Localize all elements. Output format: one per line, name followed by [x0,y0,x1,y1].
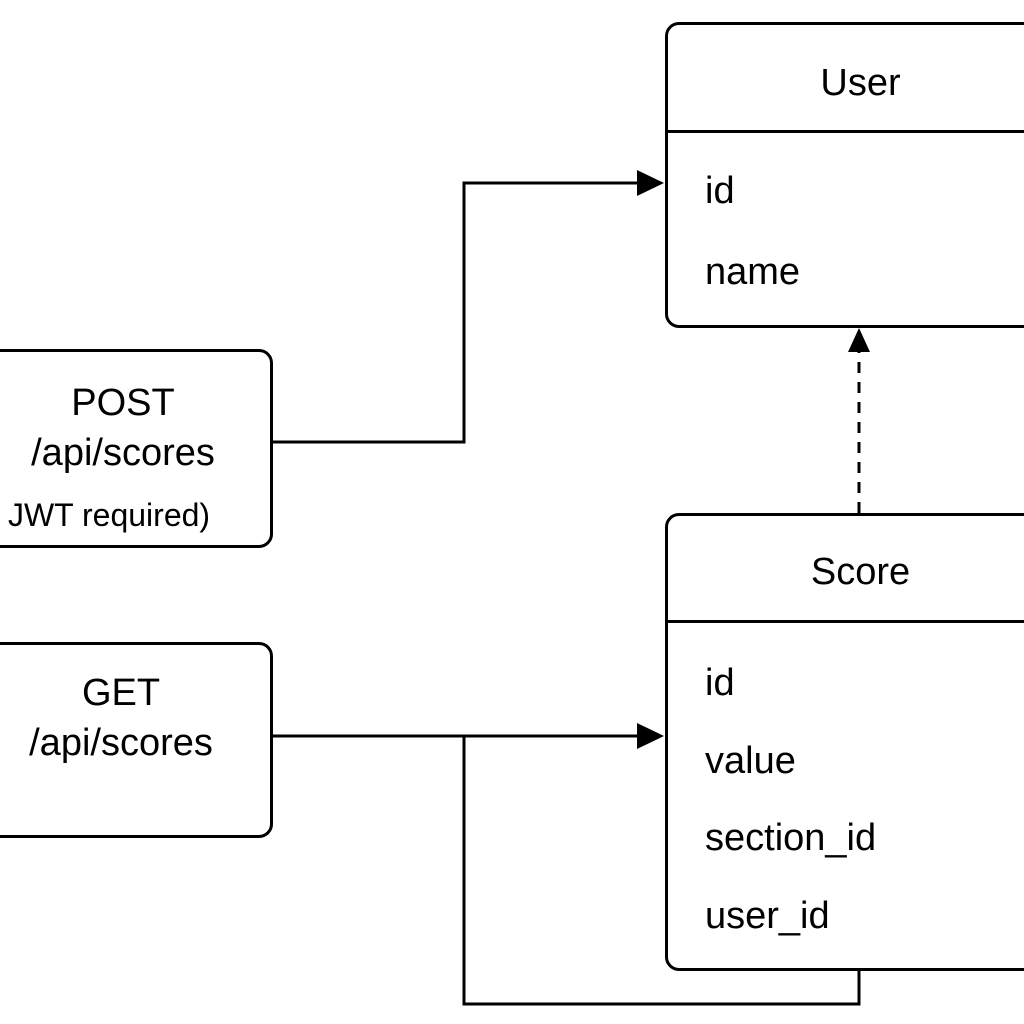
score-field-section-id: section_id [705,817,877,859]
user-entity: User id name [665,22,1024,328]
score-to-user-arrowhead [848,328,870,352]
score-entity-divider [668,620,1024,623]
score-field-user-id: user_id [705,895,830,937]
post-endpoint-box: POST /api/scores JWT required) [0,349,273,548]
score-to-get-loop-connector [462,736,861,1006]
post-auth-note: JWT required) [7,497,211,533]
score-entity-title: Score [810,551,911,593]
post-to-user-connector [273,181,640,444]
get-to-score-arrowhead [637,723,664,749]
post-path: /api/scores [31,432,215,474]
get-path: /api/scores [29,722,213,764]
post-method: POST [71,382,175,424]
score-field-value: value [705,740,796,782]
get-endpoint-box: GET /api/scores [0,642,273,838]
score-entity: Score id value section_id user_id [665,513,1024,971]
post-to-user-arrowhead [637,170,664,196]
user-field-name: name [705,251,801,293]
user-entity-title: User [820,62,901,104]
user-entity-divider [668,130,1024,133]
user-field-id: id [705,170,735,212]
score-field-id: id [705,662,735,704]
get-method: GET [81,672,161,714]
